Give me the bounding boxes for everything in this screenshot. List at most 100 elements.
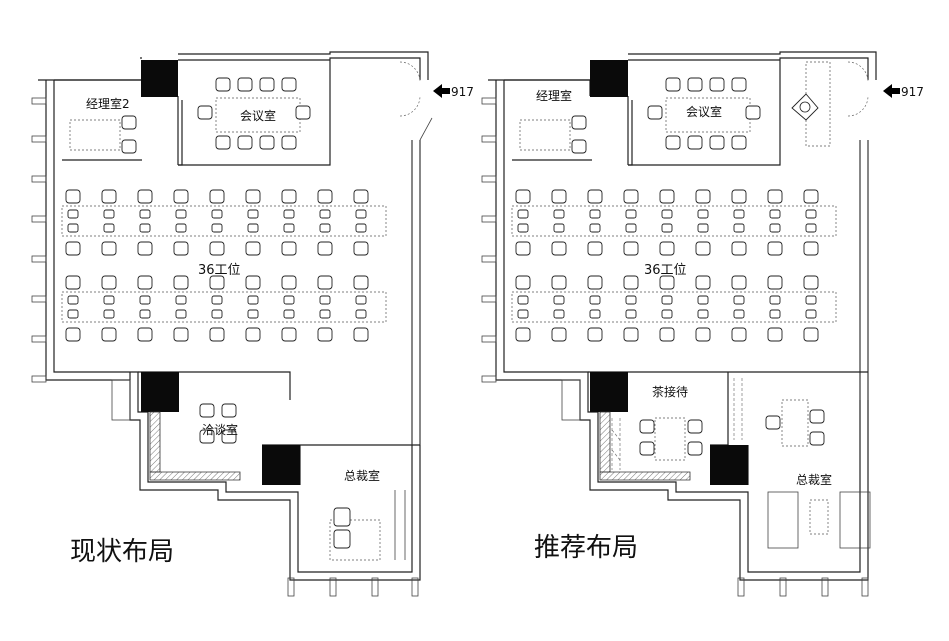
chair bbox=[639, 441, 655, 456]
chair bbox=[353, 189, 369, 204]
chair bbox=[65, 189, 81, 204]
chair bbox=[697, 223, 709, 233]
chair bbox=[211, 209, 223, 219]
chair bbox=[67, 309, 79, 319]
outer-wall-inner bbox=[503, 80, 861, 573]
chair bbox=[209, 241, 225, 256]
chair bbox=[709, 135, 725, 150]
chair bbox=[553, 295, 565, 305]
hatched-wall-2 bbox=[599, 471, 691, 481]
chair bbox=[731, 77, 747, 92]
chair bbox=[221, 429, 237, 444]
chair bbox=[175, 209, 187, 219]
chair bbox=[769, 209, 781, 219]
entrance-label: 917 bbox=[451, 85, 474, 99]
chair bbox=[589, 209, 601, 219]
chair bbox=[731, 275, 747, 290]
chair bbox=[661, 295, 673, 305]
chair bbox=[101, 189, 117, 204]
chair bbox=[245, 241, 261, 256]
chair bbox=[517, 295, 529, 305]
chair bbox=[515, 241, 531, 256]
chair bbox=[661, 309, 673, 319]
chair bbox=[283, 295, 295, 305]
chair bbox=[333, 529, 351, 549]
chair bbox=[697, 295, 709, 305]
chair bbox=[731, 189, 747, 204]
chair bbox=[281, 327, 297, 342]
room-label-manager: 经理室 bbox=[536, 88, 572, 103]
chair bbox=[587, 241, 603, 256]
hatched-wall bbox=[599, 411, 611, 473]
chair bbox=[137, 189, 153, 204]
chair bbox=[247, 309, 259, 319]
chair bbox=[211, 295, 223, 305]
chair bbox=[805, 209, 817, 219]
room-label-meeting: 会议室 bbox=[686, 104, 722, 119]
chair bbox=[769, 309, 781, 319]
chair bbox=[247, 223, 259, 233]
top-wall-outer bbox=[488, 51, 877, 81]
entrance-arrow-icon bbox=[883, 84, 900, 98]
chair bbox=[211, 309, 223, 319]
plan-current: 经理室2 会议室 36工位 洽谈室 总裁室 917 现状布局 bbox=[31, 51, 474, 597]
chair bbox=[319, 223, 331, 233]
plan-title-recommended: 推荐布局 bbox=[534, 533, 638, 563]
chair bbox=[665, 135, 681, 150]
entrance-arrow-icon bbox=[433, 84, 450, 98]
chair bbox=[103, 209, 115, 219]
chair bbox=[317, 327, 333, 342]
chair bbox=[695, 327, 711, 342]
chair bbox=[625, 223, 637, 233]
manager-desk bbox=[69, 119, 121, 151]
chair bbox=[103, 223, 115, 233]
chair bbox=[139, 209, 151, 219]
chair bbox=[65, 241, 81, 256]
chair bbox=[281, 189, 297, 204]
chair bbox=[319, 209, 331, 219]
chair bbox=[215, 77, 231, 92]
chair bbox=[515, 189, 531, 204]
entrance-door bbox=[847, 61, 869, 117]
chair bbox=[121, 139, 137, 154]
chair bbox=[687, 135, 703, 150]
chair bbox=[175, 223, 187, 233]
chair bbox=[295, 105, 311, 120]
tea-table bbox=[654, 417, 686, 461]
chair bbox=[137, 327, 153, 342]
room-label-manager: 经理室2 bbox=[86, 96, 130, 111]
room-label-meeting: 会议室 bbox=[240, 108, 276, 123]
chair bbox=[695, 275, 711, 290]
chair bbox=[199, 403, 215, 418]
chair bbox=[767, 327, 783, 342]
chair bbox=[661, 209, 673, 219]
chair bbox=[353, 241, 369, 256]
column bbox=[590, 372, 628, 412]
president-desk bbox=[329, 519, 381, 561]
chair bbox=[67, 209, 79, 219]
cabinet bbox=[394, 490, 406, 560]
chair bbox=[587, 275, 603, 290]
chair bbox=[733, 295, 745, 305]
chair bbox=[665, 77, 681, 92]
chair bbox=[553, 209, 565, 219]
chair bbox=[103, 295, 115, 305]
room-label-tea: 茶接待 bbox=[652, 384, 688, 399]
chair bbox=[623, 275, 639, 290]
chair bbox=[317, 189, 333, 204]
chair bbox=[661, 223, 673, 233]
chair bbox=[333, 507, 351, 527]
chair bbox=[767, 241, 783, 256]
chair bbox=[173, 189, 189, 204]
chair bbox=[259, 135, 275, 150]
chair bbox=[355, 309, 367, 319]
chair bbox=[551, 241, 567, 256]
chair bbox=[687, 419, 703, 434]
chair bbox=[765, 415, 781, 430]
meeting-chairs bbox=[197, 77, 311, 150]
chair bbox=[623, 327, 639, 342]
chair bbox=[647, 105, 663, 120]
chair bbox=[733, 309, 745, 319]
chair bbox=[731, 135, 747, 150]
column bbox=[262, 445, 300, 485]
